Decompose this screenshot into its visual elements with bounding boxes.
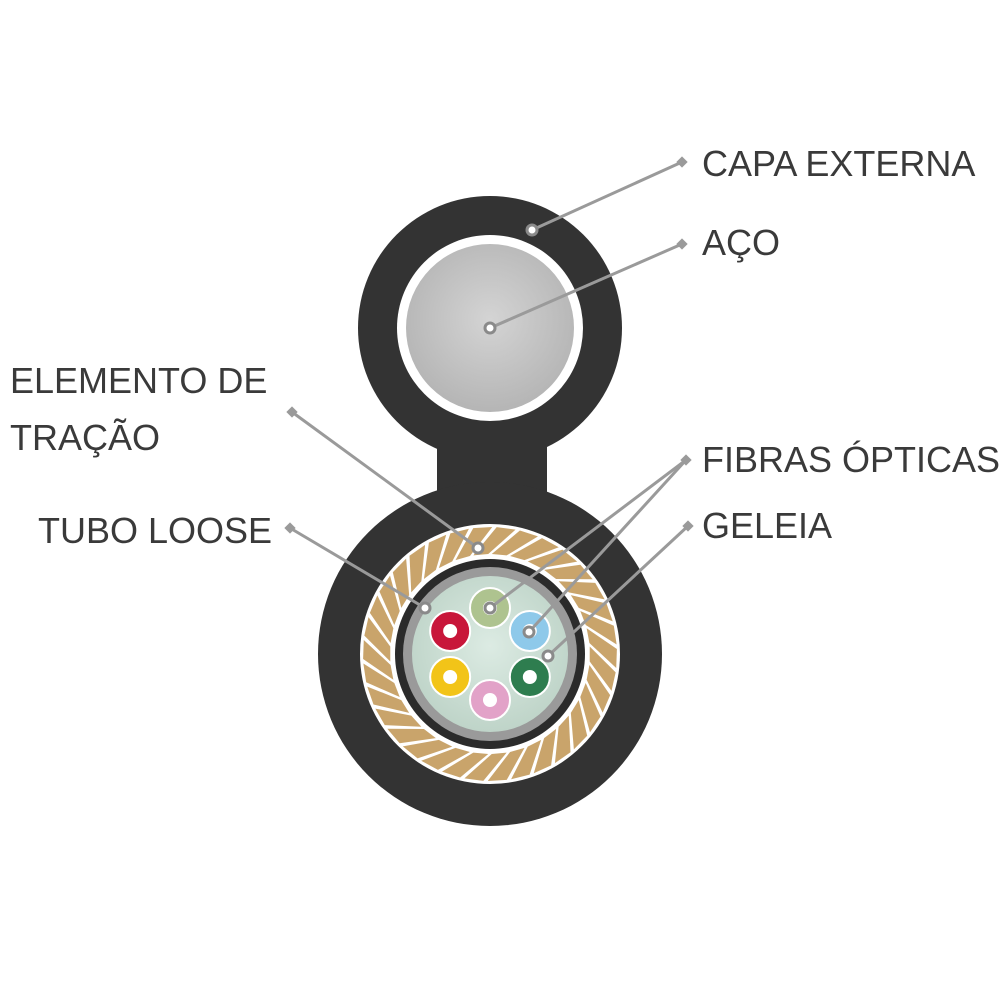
fiber-core xyxy=(443,670,458,684)
leader-tubo-loose xyxy=(289,526,426,610)
label-capa-externa: CAPA EXTERNA xyxy=(702,143,975,184)
yarn-stripe xyxy=(511,739,542,780)
marker-capa-externa xyxy=(525,223,539,237)
yarn-stripe xyxy=(438,528,469,569)
yarn-stripe xyxy=(586,664,611,713)
yarn-stripe xyxy=(586,628,617,668)
fiber-core xyxy=(522,670,537,684)
marker-fibras-2 xyxy=(522,625,536,639)
leader-lines xyxy=(284,156,694,663)
leader-geleia xyxy=(546,524,690,658)
yarn-stripe xyxy=(533,729,557,774)
yarn-stripe xyxy=(589,646,616,691)
yarn-stripe xyxy=(409,544,426,593)
yarn-stripe xyxy=(367,686,410,713)
yarn-stripe xyxy=(487,747,525,781)
label-elemento-line2: TRAÇÃO xyxy=(10,417,160,458)
yarn-stripe xyxy=(423,534,447,579)
leader-capa-externa xyxy=(531,160,683,232)
leader-fibras-2 xyxy=(527,458,688,634)
yarn-stripe xyxy=(363,640,394,680)
yarn-stripe xyxy=(491,530,538,556)
yarn-stripe xyxy=(369,595,394,644)
yarn-stripe xyxy=(510,538,559,561)
leader-elemento-tracao xyxy=(291,410,479,550)
fiber-core xyxy=(483,693,497,707)
yarn-stripe xyxy=(464,752,507,781)
yarn-stripe xyxy=(363,663,400,698)
yarn-stripe xyxy=(570,595,613,622)
yarn-stripe xyxy=(364,617,391,662)
label-fibras-opticas: FIBRAS ÓPTICAS xyxy=(702,439,1000,480)
label-tubo-loose: TUBO LOOSE xyxy=(38,510,272,551)
marker-aco xyxy=(483,321,497,335)
fiber-core xyxy=(443,624,458,638)
yarn-stripe xyxy=(554,715,571,764)
yarn-stripe xyxy=(527,549,578,569)
marker-tubo-loose xyxy=(418,601,432,615)
yarn-stripe xyxy=(387,728,436,744)
marker-elemento-tracao xyxy=(471,541,485,555)
yarn-stripe xyxy=(375,708,422,727)
yarn-stripe xyxy=(570,700,588,750)
yarn-stripe xyxy=(379,575,400,625)
label-aco: AÇO xyxy=(702,222,780,263)
marker-fibras-1 xyxy=(483,601,497,615)
labels: CAPA EXTERNA AÇO ELEMENTO DE TRAÇÃO FIBR… xyxy=(10,143,1000,551)
yarn-stripe xyxy=(580,683,601,733)
leader-aco xyxy=(489,242,683,330)
label-geleia: GELEIA xyxy=(702,505,832,546)
yarn-stripe xyxy=(442,752,489,778)
leader-fibras-1 xyxy=(489,458,687,610)
marker-geleia xyxy=(541,649,555,663)
yarn-stripe xyxy=(402,739,453,759)
label-elemento-line1: ELEMENTO DE xyxy=(10,360,267,401)
yarn-stripe xyxy=(421,747,470,770)
